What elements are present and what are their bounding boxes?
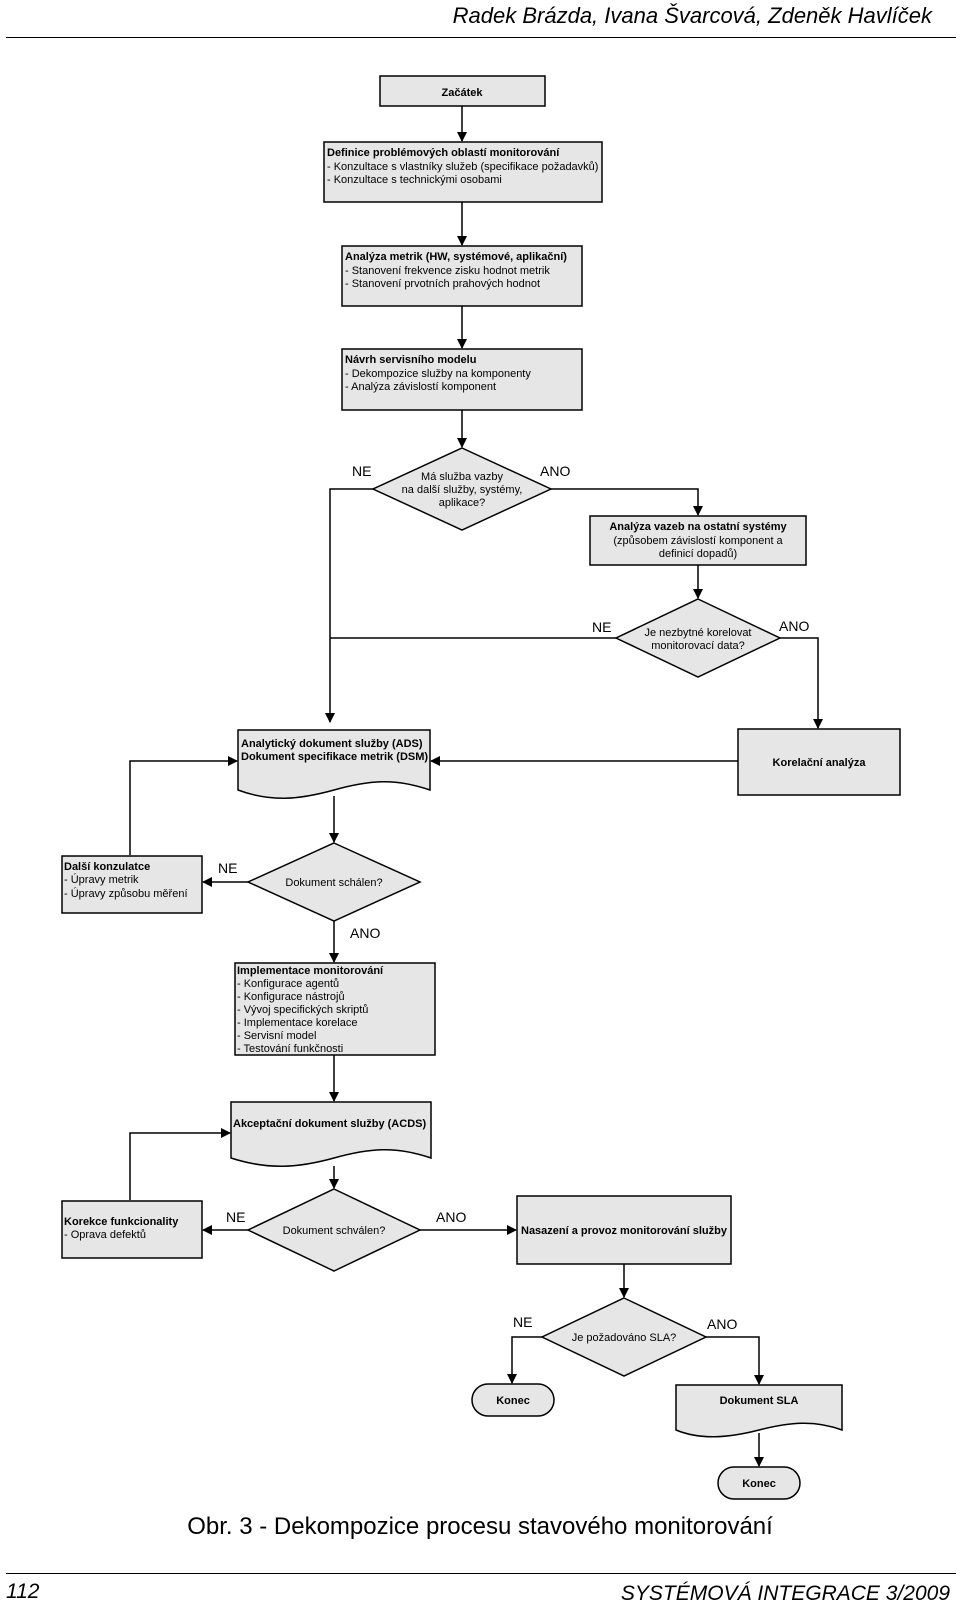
- journal-name: SYSTÉMOVÁ INTEGRACE 3/2009: [620, 1582, 950, 1605]
- nasazeni-label: Nasazení a provoz monitorování služby: [521, 1225, 728, 1237]
- decision-vazby-line: aplikace?: [439, 497, 485, 509]
- definice-item: - Konzultace s technickými osobami: [327, 174, 502, 186]
- implementace-item: - Implementace korelace: [237, 1017, 357, 1029]
- decision-sla: [540, 1297, 708, 1377]
- header-rule: [6, 37, 956, 38]
- label-ano-vazby: ANO: [540, 463, 570, 479]
- ads-line: Dokument specifikace metrik (DSM): [241, 751, 428, 763]
- korekce-title: Korekce funkcionality: [64, 1216, 179, 1228]
- decision-vazby-line: Má služba vazby: [421, 471, 503, 483]
- nasazeni-box: [516, 1195, 732, 1265]
- korelacni-label: Korelační analýza: [773, 757, 867, 769]
- ads-line: Analytický dokument služby (ADS): [241, 738, 423, 750]
- label-ne-korelace: NE: [592, 619, 611, 635]
- dalsi-box: [61, 855, 203, 914]
- analyza-metrik-item: - Stanovení prvotních prahových hodnot: [345, 278, 540, 290]
- decision-vazby: [371, 447, 553, 531]
- label-ano-schalen: ANO: [350, 925, 380, 941]
- konec-label-1: Konec: [496, 1395, 530, 1407]
- decision-vazby-line: na další služby, systémy,: [402, 484, 523, 496]
- implementace-item: - Vývoj specifických skriptů: [237, 1004, 368, 1016]
- navrh-item: - Analýza závislostí komponent: [345, 381, 496, 393]
- label-ne-schalen: NE: [218, 860, 237, 876]
- decision-schalen-label: Dokument schálen?: [285, 877, 382, 889]
- header-authors: Radek Brázda, Ivana Švarcová, Zdeněk Hav…: [452, 3, 932, 28]
- definice-item: - Konzultace s vlastníky služeb (specifi…: [327, 161, 598, 173]
- analyza-vazeb-line: (způsobem závislostí komponent a: [613, 535, 783, 547]
- label-ano-sla: ANO: [707, 1316, 737, 1332]
- dalsi-item: - Úpravy metrik: [64, 873, 139, 886]
- label-ne-vazby: NE: [352, 463, 371, 479]
- acds-document: [230, 1101, 432, 1167]
- label-ano-schvalen: ANO: [436, 1209, 466, 1225]
- label-ano-korelace: ANO: [779, 618, 809, 634]
- konec-label-2: Konec: [742, 1478, 776, 1490]
- decision-korelace: [614, 598, 782, 678]
- sla-doc-label: Dokument SLA: [720, 1395, 799, 1407]
- edge-korekce-acds: [129, 1128, 231, 1200]
- navrh-item: - Dekompozice služby na komponenty: [345, 368, 531, 380]
- dalsi-title: Další konzulatce: [64, 861, 150, 873]
- decision-korelace-line: monitorovací data?: [651, 640, 745, 652]
- analyza-vazeb-box: [589, 515, 807, 566]
- page-header: Radek Brázda, Ivana Švarcová, Zdeněk Hav…: [0, 0, 960, 34]
- analyza-metrik-title: Analýza metrik (HW, systémové, aplikační…: [345, 251, 567, 263]
- navrh-box: [341, 348, 583, 411]
- acds-label: Akceptační dokument služby (ACDS): [233, 1118, 426, 1130]
- korelacni-box: [737, 728, 901, 796]
- edge-korelace-ano: [780, 637, 823, 729]
- page-number: 112: [6, 1580, 40, 1603]
- edge-dalsi-ads: [129, 756, 238, 855]
- implementace-item: - Konfigurace nástrojů: [237, 991, 345, 1003]
- korekce-box: [61, 1200, 203, 1259]
- start-box: [379, 75, 546, 107]
- ads-document: [237, 729, 431, 799]
- implementace-box: [234, 962, 436, 1056]
- definice-box: [323, 141, 603, 203]
- decision-sla-label: Je požadováno SLA?: [572, 1332, 677, 1344]
- decision-schvalen: [246, 1188, 422, 1272]
- edge-sla-ne: [507, 1336, 542, 1384]
- analyza-vazeb-line: definicí dopadů): [659, 548, 737, 560]
- figure-caption: Obr. 3 - Dekompozice procesu stavového m…: [187, 1513, 773, 1540]
- analyza-vazeb-line: Analýza vazeb na ostatní systémy: [609, 521, 787, 533]
- konec-terminal-1: [471, 1383, 555, 1417]
- konec-terminal-2: [717, 1466, 801, 1500]
- edge-sla-ano: [706, 1336, 764, 1385]
- navrh-title: Návrh servisního modelu: [345, 354, 476, 366]
- label-ne-sla: NE: [513, 1314, 532, 1330]
- implementace-item: - Servisní model: [237, 1030, 316, 1042]
- korekce-item: - Oprava defektů: [64, 1229, 146, 1241]
- decision-korelace-line: Je nezbytné korelovat: [644, 627, 751, 639]
- implementace-title: Implementace monitorování: [237, 965, 384, 977]
- analyza-metrik-box: [341, 245, 583, 307]
- analyza-metrik-item: - Stanovení frekvence zisku hodnot metri…: [345, 265, 550, 277]
- implementace-item: - Testování funkčnosti: [237, 1043, 343, 1055]
- edge-vazby-ne: [325, 488, 373, 723]
- start-label: Začátek: [442, 87, 484, 99]
- implementace-item: - Konfigurace agentů: [237, 978, 339, 990]
- footer-rule: [6, 1573, 956, 1574]
- decision-schvalen-label: Dokument schválen?: [283, 1225, 386, 1237]
- edge-vazby-ano: [551, 488, 703, 516]
- label-ne-schvalen: NE: [226, 1209, 245, 1225]
- definice-title: Definice problémových oblastí monitorová…: [327, 147, 560, 159]
- dalsi-item: - Úpravy způsobu měření: [64, 887, 188, 900]
- flowchart: Začátek Definice problémových oblastí mo…: [61, 75, 901, 1500]
- sla-document: [675, 1384, 843, 1438]
